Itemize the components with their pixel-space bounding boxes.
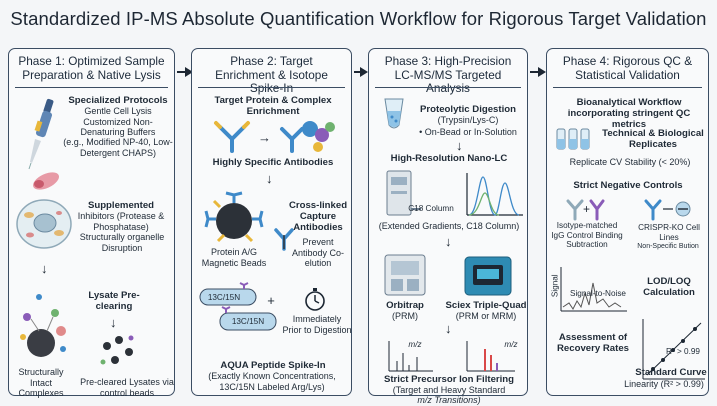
signal-label: Signal	[550, 274, 560, 298]
mz-label-b: m/z	[504, 340, 518, 349]
phase4-heading: Phase 4: Rigorous QC & Statistical Valid…	[562, 54, 693, 82]
down-arrow-5: ↓	[445, 234, 452, 249]
protocols-example: (e.g., Modified NP-40, Low-Detergent CHA…	[63, 137, 173, 158]
cv-text: Replicate CV Stability (< 20%)	[569, 157, 691, 167]
lc-instrument-icon	[386, 170, 421, 216]
cell-icon	[16, 199, 72, 249]
down-arrow-1: ↓	[41, 261, 48, 276]
precleared-text: Pre-cleared Lysates via control beads	[80, 377, 174, 398]
crispr-text: CRISPR-KO Cell Lines	[638, 223, 700, 242]
gradient-text: (Extended Gradients, C18 Column)	[378, 221, 520, 231]
inhibitors-title: Supplemented	[87, 200, 155, 211]
column-label: C18 Column	[408, 204, 454, 213]
inhibitors-text: Inhibitors (Protease & Phosphatase)	[77, 211, 165, 232]
isotope-label-b: 13C/15N	[231, 317, 265, 326]
right-arrow-complex: →	[258, 130, 271, 145]
filter-text-a: (Target and Heavy Standard	[392, 385, 506, 395]
intact-text: Structurally Intact Complexes	[18, 367, 64, 398]
chromatogram-icon	[466, 173, 523, 216]
digestion-enzymes: (Trypsin/Lys-C)	[437, 115, 499, 125]
isotype-antibody-icon: +	[566, 199, 605, 221]
disruption-text: Structurally organelle Disruption	[79, 232, 165, 253]
linearity-text: Linearity (R² > 0.99)	[624, 379, 704, 389]
crispr-icon	[644, 199, 691, 221]
arrow-phase1-to-2	[177, 67, 193, 77]
signal-to-noise-plot	[560, 267, 627, 312]
immediate-text: Immediately Prior to Digestion	[282, 314, 352, 335]
orbitrap-mode: (PRM)	[392, 311, 418, 321]
beads-text: Protein A/G Magnetic Beads	[201, 247, 267, 268]
crosslinked-title: Cross-linked Capture Antibodies	[288, 200, 348, 233]
magnetic-beads-icon	[204, 191, 264, 243]
sample-tube-icon	[32, 172, 60, 190]
orbitrap-instrument-icon	[384, 254, 426, 296]
pipette-icon	[28, 98, 54, 170]
nonspecific-text: Non-Specific Bution	[637, 243, 699, 250]
antibody-icon	[214, 121, 250, 153]
filter-text-b-value: m/z Transitions)	[417, 395, 481, 405]
workflow-title: Bioanalytical Workflow incorporating str…	[567, 97, 691, 130]
neg-title: Strict Negative Controls	[573, 180, 683, 191]
diagram-title: Standardized IP-MS Absolute Quantificati…	[10, 8, 707, 29]
phase1-panel: Phase 1: Optimized Sample Preparation & …	[8, 48, 175, 398]
down-arrow-2: ↓	[110, 315, 117, 330]
curve-title: Standard Curve	[635, 367, 707, 378]
r2-label: R² > 0.99	[666, 347, 700, 356]
precleared-beads-icon	[100, 335, 134, 365]
phase1-heading: Phase 1: Optimized Sample Preparation & …	[18, 54, 165, 82]
down-arrow-4: ↓	[456, 138, 463, 153]
svg-text:+: +	[583, 202, 590, 216]
orbitrap-title: Orbitrap	[386, 300, 424, 311]
phase4-panel: Phase 4: Rigorous QC & Statistical Valid…	[546, 48, 709, 396]
standard-curve-plot	[642, 319, 705, 380]
digestion-tube-icon	[384, 98, 404, 129]
phase2-heading: Phase 2: Target Enrichment & Isotope Spi…	[215, 54, 328, 95]
lodloq-title: LOD/LOQ Calculation	[643, 276, 695, 298]
digestion-title: Proteolytic Digestion	[420, 104, 516, 115]
arrow-phase3-to-4	[530, 67, 546, 77]
protocols-text: Gentle Cell Lysis Customized Non-Denatur…	[80, 106, 156, 137]
arrow-phase2-to-3	[354, 67, 368, 77]
down-arrow-3: ↓	[266, 171, 273, 186]
isotype-text: Isotype-matched IgG Control Binding Subt…	[551, 221, 623, 249]
digestion-mode: • On-Bead or In-Solution	[419, 127, 517, 137]
phase2-panel: Phase 2: Target Enrichment & Isotope Spi…	[191, 48, 352, 396]
protein-complexes-icon	[20, 294, 66, 357]
sciex-title: Sciex Triple-Quad	[445, 300, 527, 311]
phase3-heading: Phase 3: High-Precision LC-MS/MS Targete…	[384, 54, 512, 95]
phase2-divider	[198, 87, 345, 88]
down-arrow-6: ↓	[445, 321, 452, 336]
phase3-divider	[375, 87, 521, 88]
sciex-instrument-icon	[464, 256, 512, 296]
isotope-pill-b-icon	[219, 306, 277, 331]
crosslinked-antibody-icon	[274, 228, 294, 251]
filter-text-b: m/z Transitions)	[371, 395, 527, 406]
aqua-title: AQUA Peptide Spike-In	[220, 360, 326, 371]
spectrum-b-icon	[466, 341, 515, 372]
plus-sign: +	[267, 293, 275, 308]
recovery-title: Assessment of Recovery Rates	[557, 332, 629, 354]
replicates-icon	[556, 128, 590, 150]
prevent-text: Prevent Antibody Co-elution	[291, 237, 345, 268]
isotope-pill-a-icon	[199, 282, 257, 306]
phase4-divider	[553, 87, 702, 88]
mz-label-a: m/z	[408, 340, 422, 349]
sciex-mode: (PRM or MRM)	[455, 311, 517, 321]
antibodies-title: Highly Specific Antibodies	[212, 157, 334, 168]
spectrum-a-icon	[388, 341, 433, 372]
replicates-title: Technical & Biological Replicates	[602, 128, 704, 150]
stopwatch-icon	[305, 288, 325, 311]
filter-title: Strict Precursor Ion Filtering	[383, 374, 515, 385]
isotope-label-a: 13C/15N	[207, 293, 241, 302]
nanolc-title: High-Resolution Nano-LC	[390, 153, 508, 164]
phase3-panel: Phase 3: High-Precision LC-MS/MS Targete…	[368, 48, 528, 405]
protocols-title: Specialized Protocols	[68, 95, 168, 106]
antibody-complex-icon	[280, 121, 335, 153]
aqua-text: (Exactly Known Concentrations, 13C/15N L…	[208, 371, 336, 392]
snr-label: Signal-to-Noise	[570, 289, 626, 298]
phase1-divider	[15, 87, 168, 88]
complex-title: Target Protein & Complex Enrichment	[214, 95, 332, 117]
preclear-title: Lysate Pre-clearing	[88, 290, 140, 312]
